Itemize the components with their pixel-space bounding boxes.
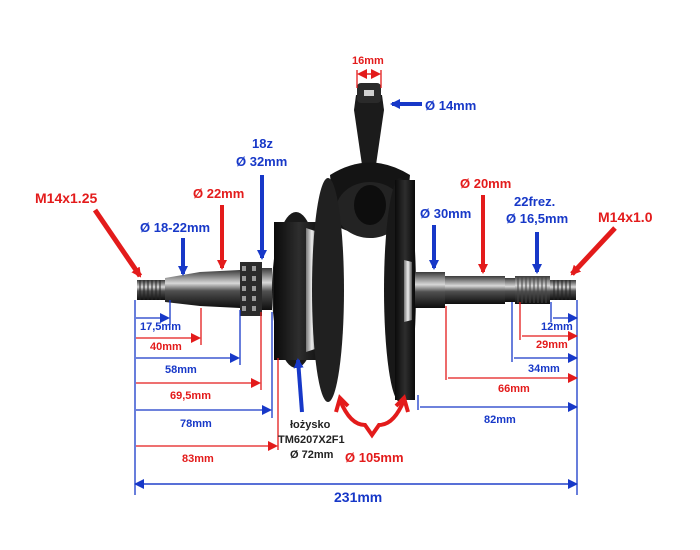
web-brace	[338, 399, 406, 439]
label-dia-18-22: Ø 18-22mm	[140, 220, 210, 235]
dim-label-69-5: 69,5mm	[170, 390, 211, 402]
dim-label-83: 83mm	[182, 453, 214, 465]
arrow-thread-left	[92, 208, 143, 278]
label-spline-dia: Ø 16,5mm	[506, 211, 568, 226]
label-dia-20: Ø 20mm	[460, 176, 511, 191]
label-dia-22: Ø 22mm	[193, 186, 244, 201]
arrow-bearing	[293, 358, 304, 413]
label-thread-right: M14x1.0	[598, 209, 653, 225]
label-sprocket-dia: Ø 32mm	[236, 154, 287, 169]
pointer-arrows	[92, 99, 617, 439]
label-pin-width: 16mm	[352, 55, 384, 67]
timing-sprocket	[240, 262, 272, 316]
label-teeth: 18z	[252, 136, 273, 151]
labels: M14x1.25 M14x1.0 16mm Ø 14mm 18z Ø 32mm …	[35, 55, 653, 505]
dim-label-82: 82mm	[484, 414, 516, 426]
label-bearing-name: łożysko	[290, 419, 331, 431]
dim-label-12: 12mm	[541, 321, 573, 333]
right-shaft	[415, 272, 576, 308]
label-bearing-code: TM6207X2F1	[278, 434, 345, 446]
label-web-dia: Ø 105mm	[345, 450, 404, 465]
dimension-lines	[134, 69, 578, 495]
crankshaft	[137, 83, 576, 402]
label-dia-30: Ø 30mm	[420, 206, 471, 221]
label-thread-left: M14x1.25	[35, 190, 97, 206]
label-pin-dia: Ø 14mm	[425, 98, 476, 113]
left-shaft	[137, 270, 240, 308]
dim-label-58: 58mm	[165, 364, 197, 376]
right-flywheel	[384, 178, 416, 402]
dim-label-40: 40mm	[150, 341, 182, 353]
left-flywheel	[272, 178, 344, 402]
dim-label-34: 34mm	[528, 363, 560, 375]
label-bearing-dia: Ø 72mm	[290, 449, 334, 461]
arrow-thread-right	[570, 226, 617, 276]
dim-label-231: 231mm	[334, 489, 382, 505]
label-spline: 22frez.	[514, 194, 555, 209]
dim-label-29: 29mm	[536, 339, 568, 351]
dim-label-66: 66mm	[498, 383, 530, 395]
dim-label-78: 78mm	[180, 418, 212, 430]
dim-label-17-5: 17,5mm	[140, 321, 181, 333]
